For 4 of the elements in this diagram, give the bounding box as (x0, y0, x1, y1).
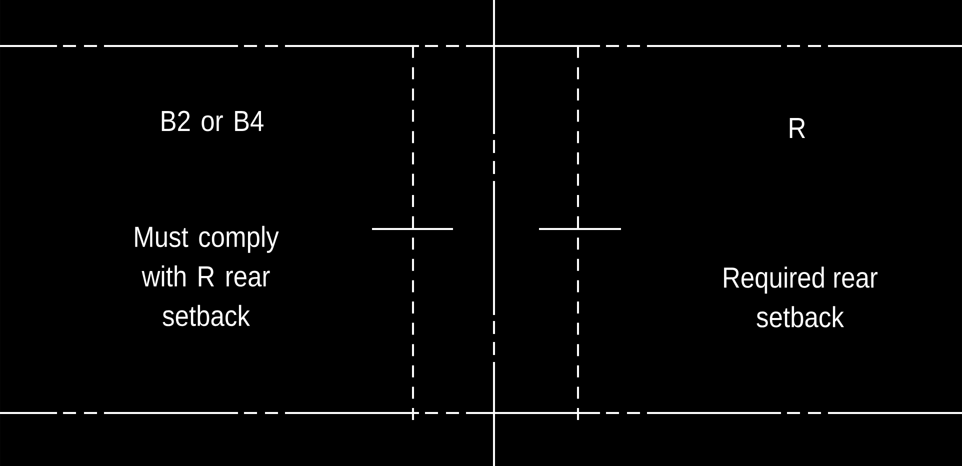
note-text: Must comply with R rear setback (135, 226, 279, 326)
zone-label: R (790, 118, 806, 138)
note-text: Required rear setback (724, 266, 878, 328)
zone-label: B2 or B4 (162, 110, 264, 132)
